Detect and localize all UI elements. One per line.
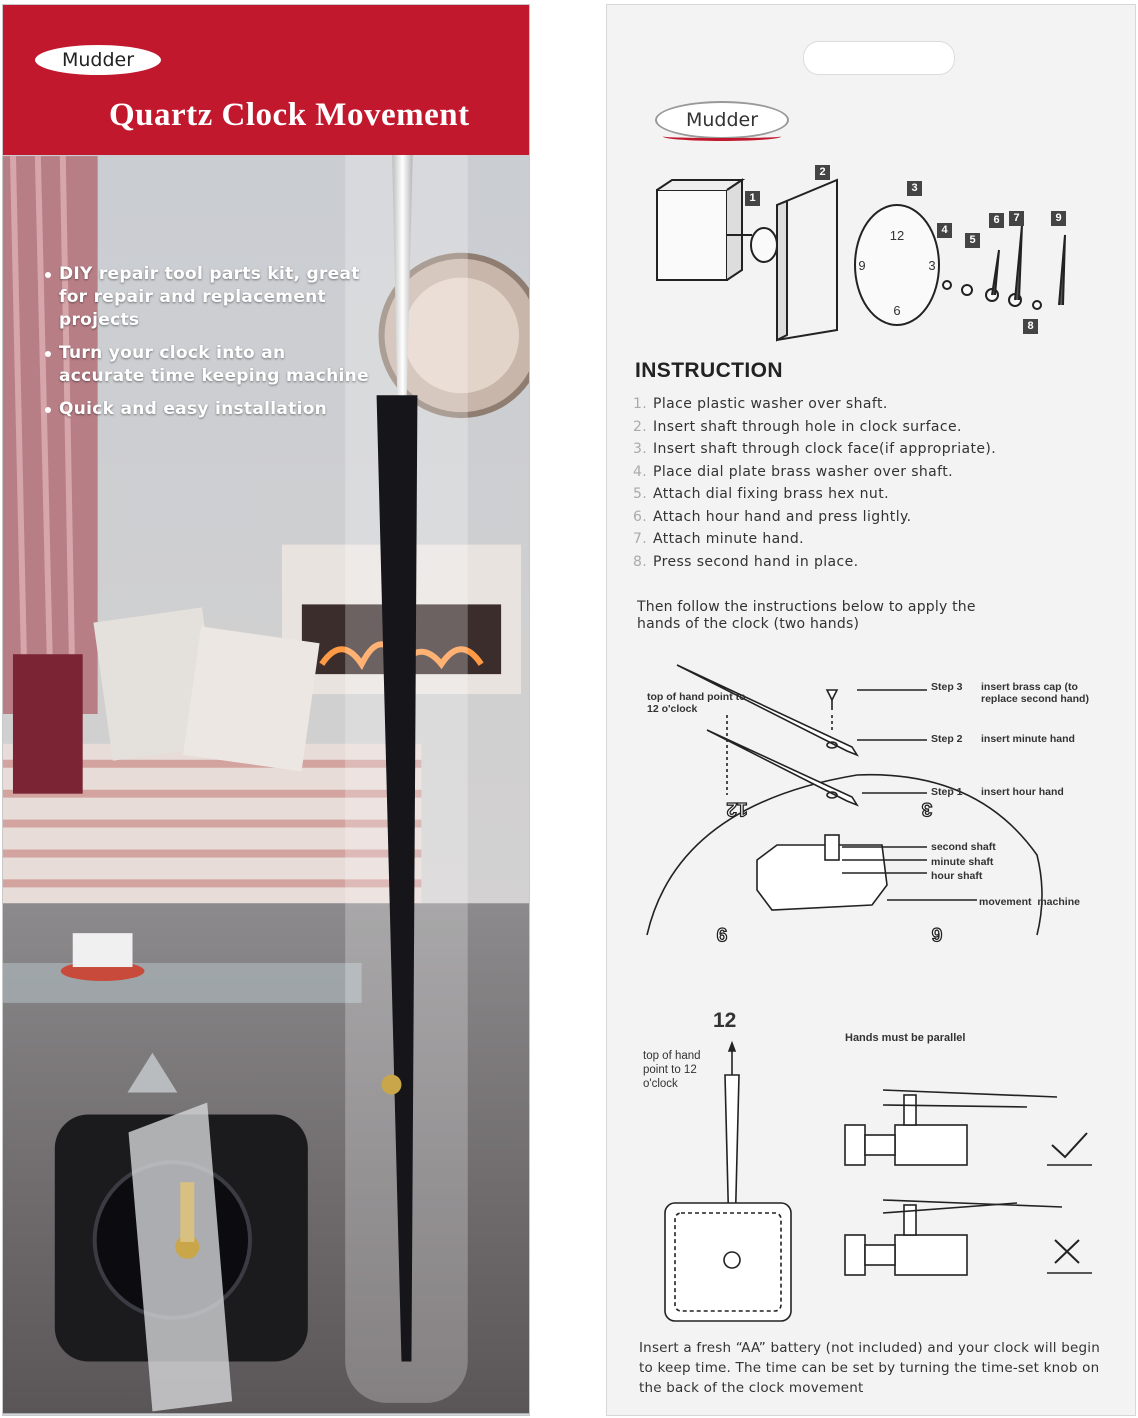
svg-text:3: 3 (928, 258, 935, 273)
hands-intro-text: Then follow the instructions below to ap… (637, 599, 976, 632)
step-text: Attach minute hand. (653, 531, 804, 547)
part-number: 3 (907, 181, 922, 196)
brand-name: Mudder (61, 49, 135, 71)
step2-description: insert minute hand (981, 733, 1075, 745)
red-header-banner (3, 5, 529, 155)
step-text: Press second hand in place. (653, 553, 859, 570)
part-number: 8 (1023, 319, 1038, 334)
step-text: Attach hour hand and press lightly. (653, 508, 912, 525)
part-number: 5 (965, 233, 980, 248)
step-number: 7. (633, 531, 648, 547)
step-text: Insert shaft through hole in clock surfa… (653, 418, 962, 435)
living-room-photo (3, 6, 529, 1414)
battery-instructions: Insert a fresh “AA” battery (not include… (639, 1340, 1100, 1396)
step-text: Place dial plate brass washer over shaft… (653, 463, 953, 480)
dial-number-3: 3 (922, 798, 933, 819)
mudder-logo: Mudder (33, 43, 163, 77)
instruction-step: 3. Insert shaft through clock face(if app… (633, 438, 996, 461)
top-of-hand-label: top of hand point to 12 o'clock (647, 691, 746, 715)
svg-text:6: 6 (893, 303, 900, 318)
feature-item: Turn your clock into an accurate time ke… (43, 342, 373, 388)
brand-name: Mudder (685, 109, 759, 131)
instruction-step: 8. Press second hand in place. (633, 551, 996, 574)
minute-shaft-label: minute shaft (931, 856, 994, 868)
step-text: Place plastic washer over shaft. (653, 396, 888, 412)
part-number: 9 (1051, 211, 1066, 226)
instruction-title: INSTRUCTION (635, 359, 783, 382)
step3-description: insert brass cap (to replace second hand… (981, 681, 1089, 705)
part-number: 7 (1009, 211, 1024, 226)
hang-hole (803, 41, 955, 75)
step-number: 8. (633, 553, 648, 570)
step-number: 5. (633, 486, 648, 502)
instruction-steps: 1. Place plastic washer over shaft. 2. Ins… (633, 393, 996, 573)
svg-text:12: 12 (890, 228, 904, 243)
feature-item: DIY repair tool parts kit, great for rep… (43, 263, 373, 332)
mudder-logo: Mudder (655, 101, 789, 141)
step-text: Insert shaft through clock face(if appro… (653, 441, 997, 457)
product-title: Quartz Clock Movement (109, 97, 470, 133)
front-packaging-card: Mudder Quartz Clock Movement DIY repair … (2, 4, 530, 1416)
second-shaft-label: second shaft (931, 841, 996, 853)
instruction-step: 4. Place dial plate brass washer over sha… (633, 461, 996, 484)
top-of-hand-label: top of hand point to 12 o'clock (643, 1050, 701, 1090)
part-number: 1 (745, 191, 760, 206)
instruction-step: 5. Attach dial fixing brass hex nut. (633, 483, 996, 506)
instruction-step: 7. Attach minute hand. (633, 528, 996, 551)
dial-number-12: 12 (726, 798, 747, 819)
movement-machine-label: movement machine (979, 896, 1080, 908)
step-text: Attach dial fixing brass hex nut. (653, 486, 889, 502)
svg-text:9: 9 (858, 258, 865, 273)
step-number: 1. (633, 396, 648, 412)
hour-shaft-label: hour shaft (931, 870, 983, 882)
twelve-label: 12 (713, 1009, 737, 1032)
instruction-step: 6. Attach hour hand and press lightly. (633, 506, 996, 529)
hands-assembly-diagram: 12 3 6 9 (646, 664, 1043, 945)
part-number: 2 (815, 165, 830, 180)
step-number: 6. (633, 508, 648, 525)
step-number: 3. (633, 441, 648, 457)
parallel-hands-diagram (664, 1040, 1092, 1322)
step-number: 2. (633, 418, 648, 435)
parallel-hands-label: Hands must be parallel (845, 1032, 966, 1044)
step2-label: Step 2 (931, 733, 963, 745)
feature-list: DIY repair tool parts kit, great for rep… (43, 263, 373, 431)
part-number: 4 (937, 223, 952, 238)
step-number: 4. (633, 463, 648, 480)
step1-label: Step 1 (931, 786, 963, 798)
step3-label: Step 3 (931, 681, 963, 693)
parts-exploded-diagram: 12 3 6 9 (656, 178, 1066, 342)
dial-number-9: 9 (717, 923, 728, 944)
part-number: 6 (989, 213, 1004, 228)
instruction-step: 1. Place plastic washer over shaft. (633, 393, 996, 416)
step1-description: insert hour hand (981, 786, 1064, 798)
feature-item: Quick and easy installation (43, 398, 373, 421)
dial-number-6: 6 (932, 923, 943, 944)
instruction-step: 2. Insert shaft through hole in clock sur… (633, 416, 996, 439)
